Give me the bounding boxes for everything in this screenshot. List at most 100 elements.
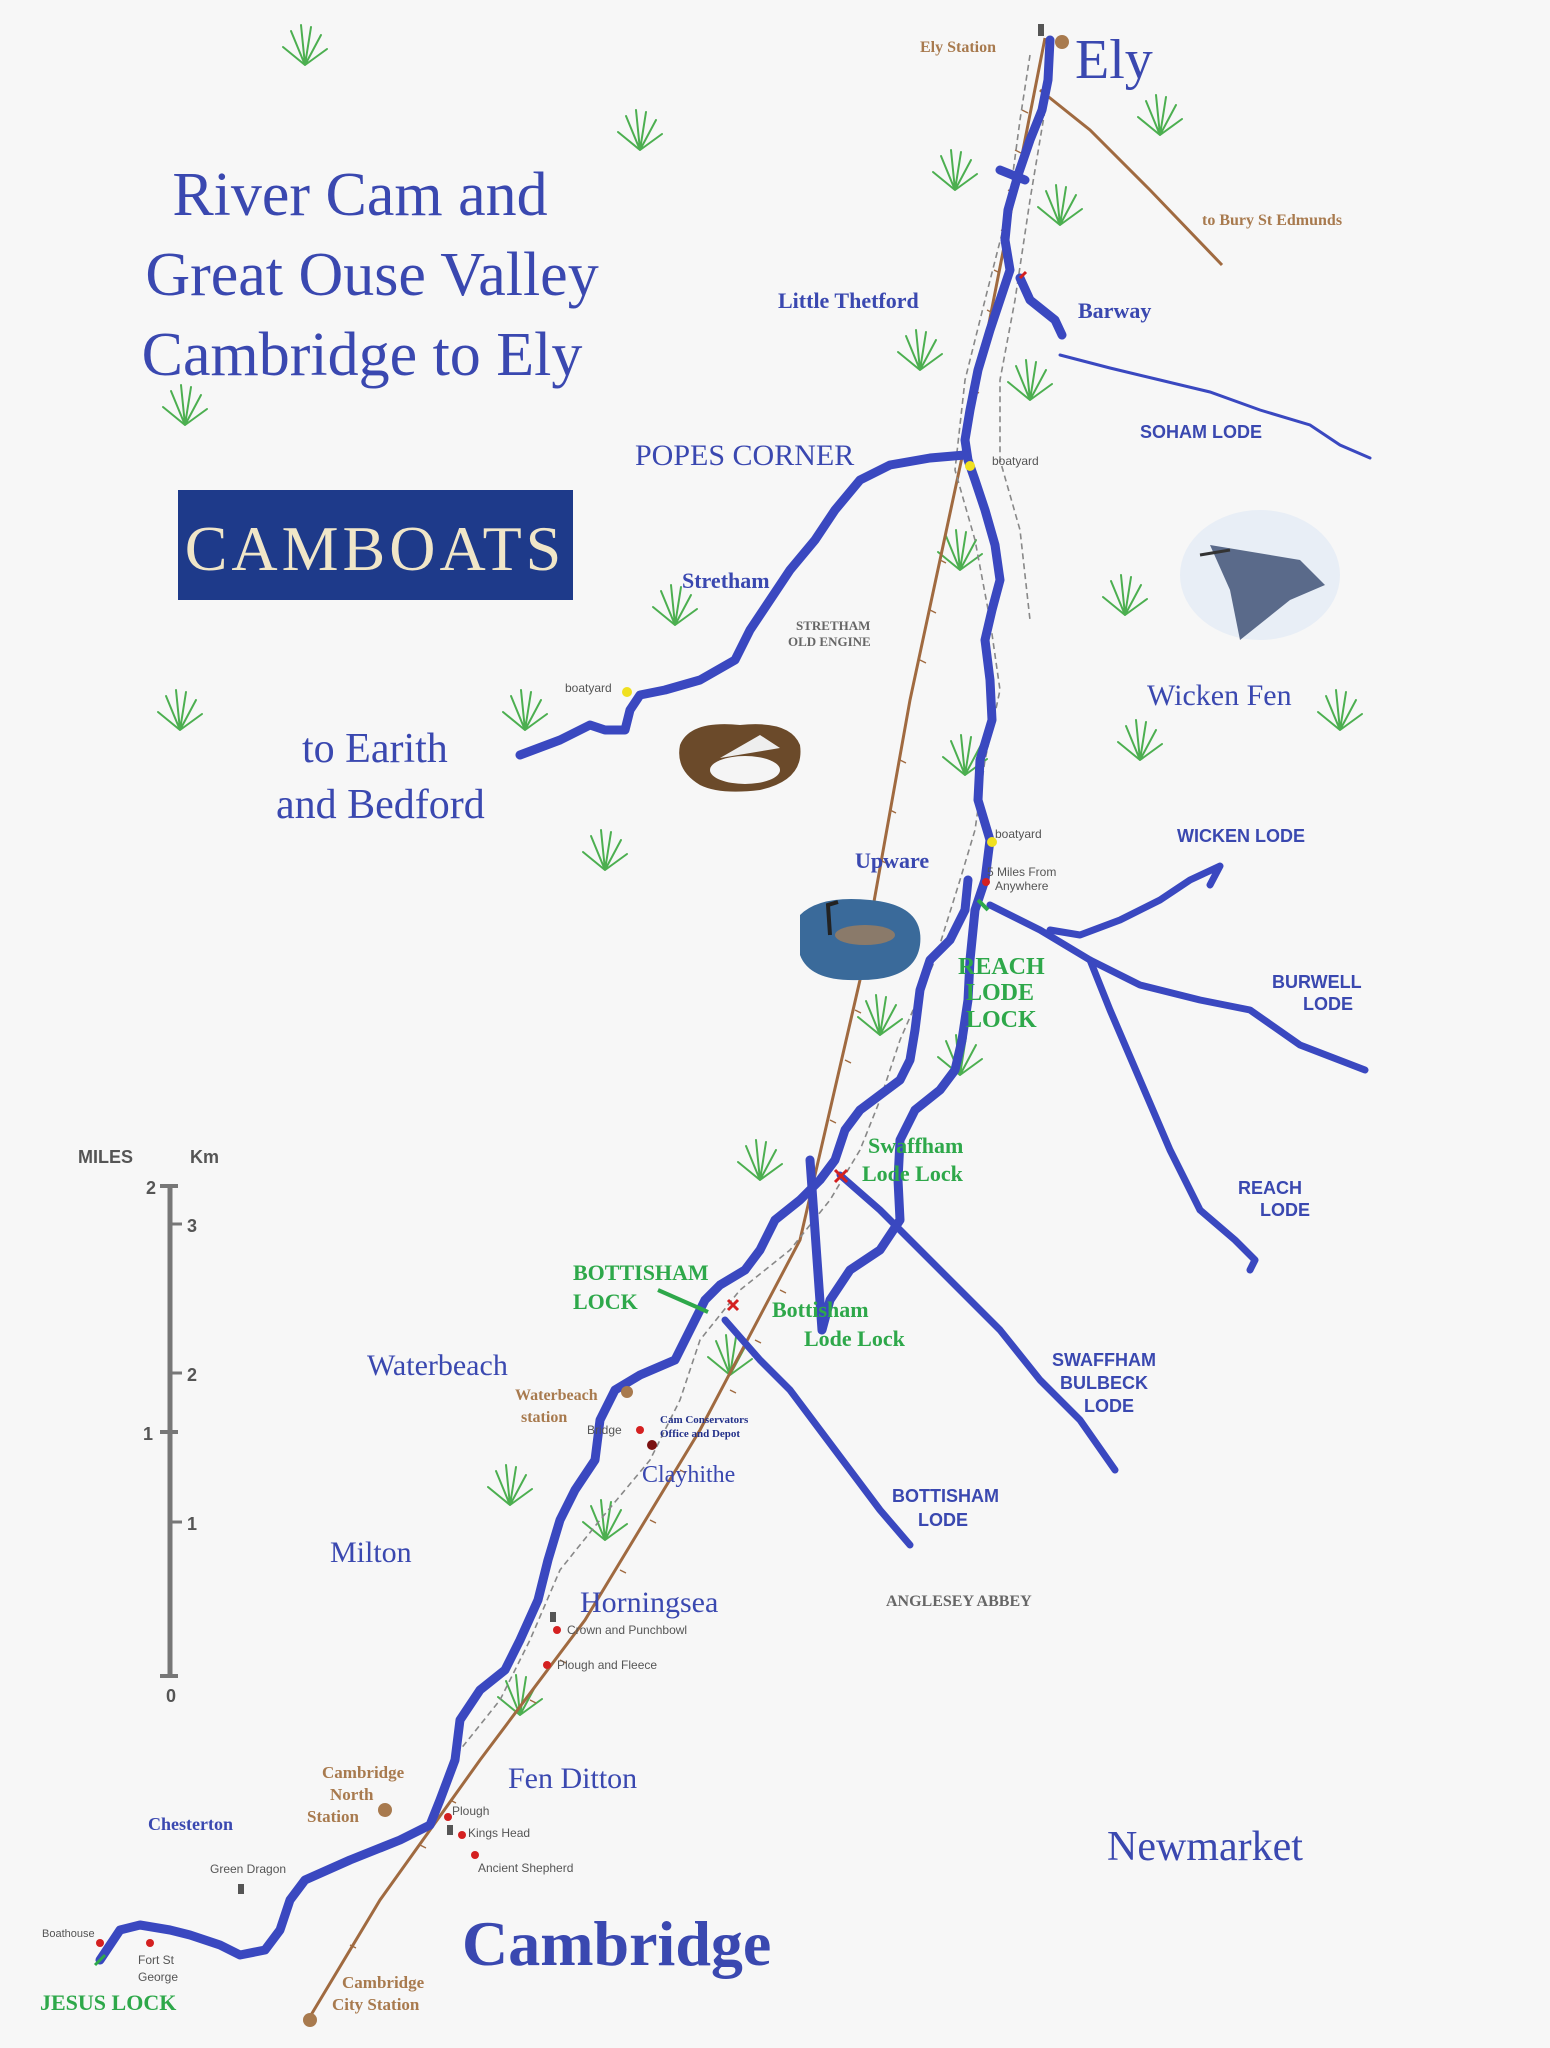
towpath-east xyxy=(999,109,1046,621)
pub-dot-boathouse xyxy=(96,1939,104,1947)
label-fort-1: Fort St xyxy=(138,1953,175,1967)
label-green-dragon: Green Dragon xyxy=(210,1862,286,1876)
label-earith-1: to Earith xyxy=(302,726,448,772)
heron-image xyxy=(1180,510,1340,640)
reed-icon xyxy=(737,1139,783,1181)
pub-dot-five-miles xyxy=(982,878,990,886)
scale-miles-label: MILES xyxy=(78,1147,133,1167)
label-horningsea: Horningsea xyxy=(580,1586,718,1619)
label-boathouse: Boathouse xyxy=(42,1928,95,1940)
label-plough: Plough xyxy=(452,1804,489,1818)
label-reach-lode-1: REACH xyxy=(1238,1178,1302,1198)
label-stretham: Stretham xyxy=(682,568,770,593)
label-cam-city-2: City Station xyxy=(332,1995,420,2014)
pub-dot-ancient-shepherd xyxy=(471,1851,479,1859)
label-swaffham-bulbeck-1: SWAFFHAM xyxy=(1052,1350,1156,1370)
reed-icon xyxy=(652,584,698,626)
label-newmarket: Newmarket xyxy=(1107,1824,1303,1870)
camboats-logo-text: CAMBOATS xyxy=(185,513,566,584)
lock-mark-bottisham xyxy=(657,1288,709,1314)
label-chesterton: Chesterton xyxy=(148,1814,233,1834)
scale-km-label: Km xyxy=(190,1147,219,1167)
scale-mile-0: 0 xyxy=(166,1686,176,1706)
label-bottisham-lode-lock-2: Lode Lock xyxy=(804,1326,906,1351)
label-upware: Upware xyxy=(855,848,929,873)
reed-icon xyxy=(582,1499,628,1541)
label-popes-corner: POPES CORNER xyxy=(635,439,854,472)
goose-image xyxy=(800,899,921,981)
pub-dot-fort xyxy=(146,1939,154,1947)
title-line-3: Cambridge to Ely xyxy=(142,321,583,389)
label-barway: Barway xyxy=(1078,298,1151,323)
boatyard-dot-upware xyxy=(987,837,997,847)
swan-image xyxy=(679,724,801,792)
soham-lode xyxy=(1058,353,1372,460)
cambridge-north-station-dot xyxy=(378,1803,392,1817)
label-cam-north-1: Cambridge xyxy=(322,1763,405,1782)
lock-mark-swaffham xyxy=(833,1168,849,1184)
label-waterbeach: Waterbeach xyxy=(367,1349,508,1382)
label-burwell-2: LODE xyxy=(1303,994,1353,1014)
label-burwell-1: BURWELL xyxy=(1272,972,1362,992)
towpath xyxy=(439,54,1031,1801)
label-waterbeach-station-1: Waterbeach xyxy=(515,1387,598,1404)
boatyard-dot-earith xyxy=(622,687,632,697)
label-crown: Crown and Punchbowl xyxy=(567,1623,687,1637)
scale-bar: MILES Km 2 1 0 3 2 1 xyxy=(78,1147,219,1706)
lock-mark-barway xyxy=(1018,270,1028,280)
reed-icon xyxy=(932,149,978,191)
reed-icon xyxy=(157,689,203,731)
label-swaffham-lock-2: Lode Lock xyxy=(862,1161,964,1186)
lock-mark-bottisham-lode xyxy=(726,1298,740,1312)
map-points xyxy=(96,35,1069,2027)
scale-km-1: 1 xyxy=(187,1514,197,1534)
label-kings-head: Kings Head xyxy=(468,1826,530,1840)
label-bottisham-lock-2: LOCK xyxy=(573,1289,638,1314)
label-soham-lode: SOHAM LODE xyxy=(1140,422,1262,442)
pub-dot-plough xyxy=(444,1813,452,1821)
church-icons xyxy=(238,24,1044,1894)
church-icon-chesterton xyxy=(238,1884,244,1894)
waterbeach-station-dot xyxy=(621,1386,633,1398)
church-icon-horningsea xyxy=(550,1612,556,1622)
label-boatyard-earith: boatyard xyxy=(565,681,612,695)
scale-km-2: 2 xyxy=(187,1365,197,1385)
label-boatyard-popes: boatyard xyxy=(992,454,1039,468)
label-reach-lock-3: LOCK xyxy=(966,1007,1037,1033)
reed-icon xyxy=(487,1464,533,1506)
label-ancient-shepherd: Ancient Shepherd xyxy=(478,1861,573,1875)
reed-icon xyxy=(502,689,548,731)
pub-dot-plough-fleece xyxy=(543,1661,551,1669)
label-jesus-lock: JESUS LOCK xyxy=(40,1990,176,2015)
reach-lode xyxy=(1086,956,1259,1274)
label-little-thetford: Little Thetford xyxy=(778,288,919,313)
label-ely-station: Ely Station xyxy=(920,39,996,56)
label-five-miles-2: Anywhere xyxy=(995,879,1049,893)
reed-icon xyxy=(1317,689,1363,731)
river-cam-lower xyxy=(95,875,973,1965)
reed-icon xyxy=(1102,574,1148,616)
label-bottisham-lock-1: BOTTISHAM xyxy=(573,1260,709,1285)
reed-icon xyxy=(897,329,943,371)
church-icon-ely xyxy=(1038,24,1044,36)
label-clayhithe: Clayhithe xyxy=(642,1462,735,1488)
reed-icon xyxy=(162,384,208,426)
reed-icon xyxy=(942,734,988,776)
railway-bury xyxy=(1039,88,1224,267)
label-bottisham-lode-lock-1: Bottisham xyxy=(772,1297,869,1322)
label-reach-lock-2: LODE xyxy=(966,980,1034,1006)
reed-icon xyxy=(937,529,983,571)
lock-mark-jesus xyxy=(93,1953,107,1967)
swaffham-bulbeck-lode xyxy=(836,1171,1119,1474)
scale-mile-2: 2 xyxy=(146,1178,156,1198)
camboats-logo xyxy=(178,490,573,600)
wicken-lode xyxy=(1046,862,1224,939)
label-stretham-engine-1: STRETHAM xyxy=(796,618,870,633)
label-bridge: Bridge xyxy=(587,1423,622,1437)
label-fen-ditton: Fen Ditton xyxy=(508,1762,637,1795)
label-bottisham-lode-2: LODE xyxy=(918,1510,968,1530)
reed-icon xyxy=(1007,359,1053,401)
bridge-dot xyxy=(636,1426,644,1434)
label-ely: Ely xyxy=(1075,29,1153,91)
